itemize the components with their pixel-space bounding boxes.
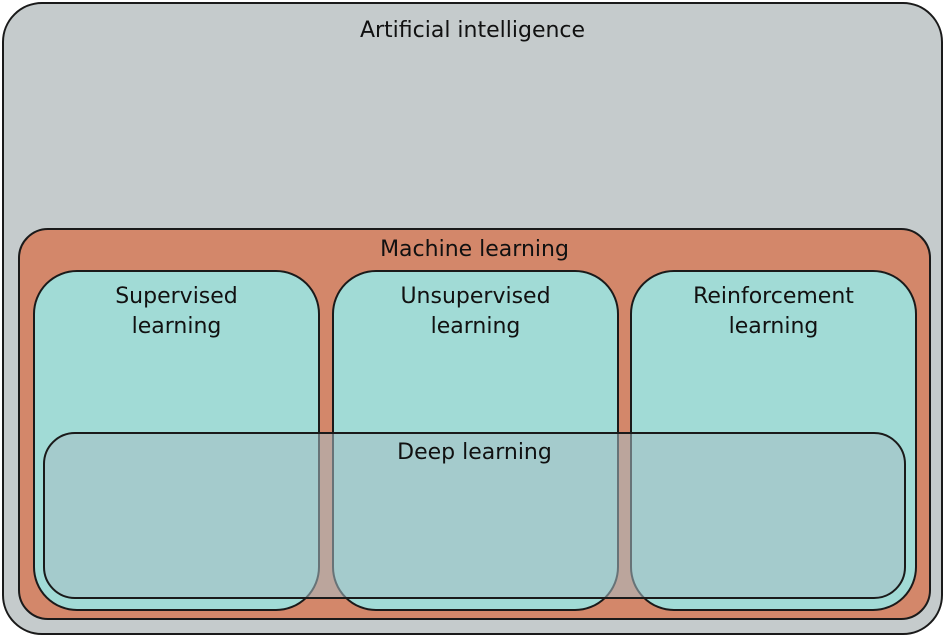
supervised-learning-label: Supervised learning [115, 284, 238, 339]
artificial-intelligence-label: Artificial intelligence [359, 18, 586, 43]
unsupervised-learning-label: Unsupervised learning [400, 284, 551, 339]
reinforcement-learning-label: Reinforcement learning [693, 284, 854, 339]
deep-learning-region: Deep learning [43, 432, 906, 599]
machine-learning-label: Machine learning [380, 237, 569, 262]
deep-learning-label: Deep learning [397, 440, 552, 465]
